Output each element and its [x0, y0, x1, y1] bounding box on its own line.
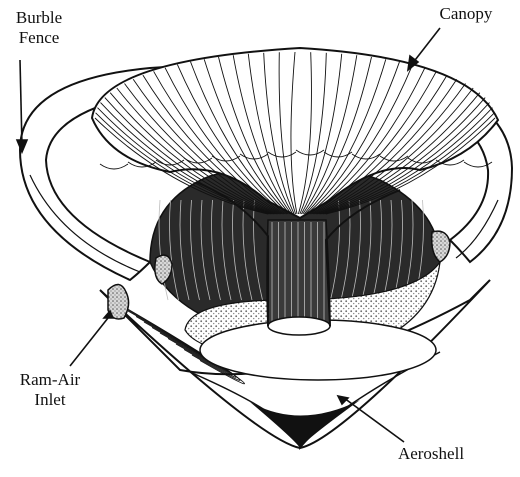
canopy-label: Canopy [418, 4, 514, 24]
ram-air-inlet-label: Ram-Air Inlet [8, 370, 92, 410]
burble-fence-leader [20, 60, 22, 146]
aeroshell-leader [344, 398, 404, 442]
canopy-leader [412, 28, 440, 64]
burble-fence-label: Burble Fence [4, 8, 74, 48]
burble-fence-label-line2: Fence [4, 28, 74, 48]
aeroshell-label: Aeroshell [376, 444, 486, 464]
canopy-rim-scallop [100, 164, 128, 169]
ram-air-leader [70, 318, 108, 366]
ram-air-inlet-label-line2: Inlet [8, 390, 92, 410]
burble-fence-label-line1: Burble [4, 8, 74, 28]
ram-air-inlet-label-line1: Ram-Air [8, 370, 92, 390]
central-vent-tube [267, 220, 330, 335]
